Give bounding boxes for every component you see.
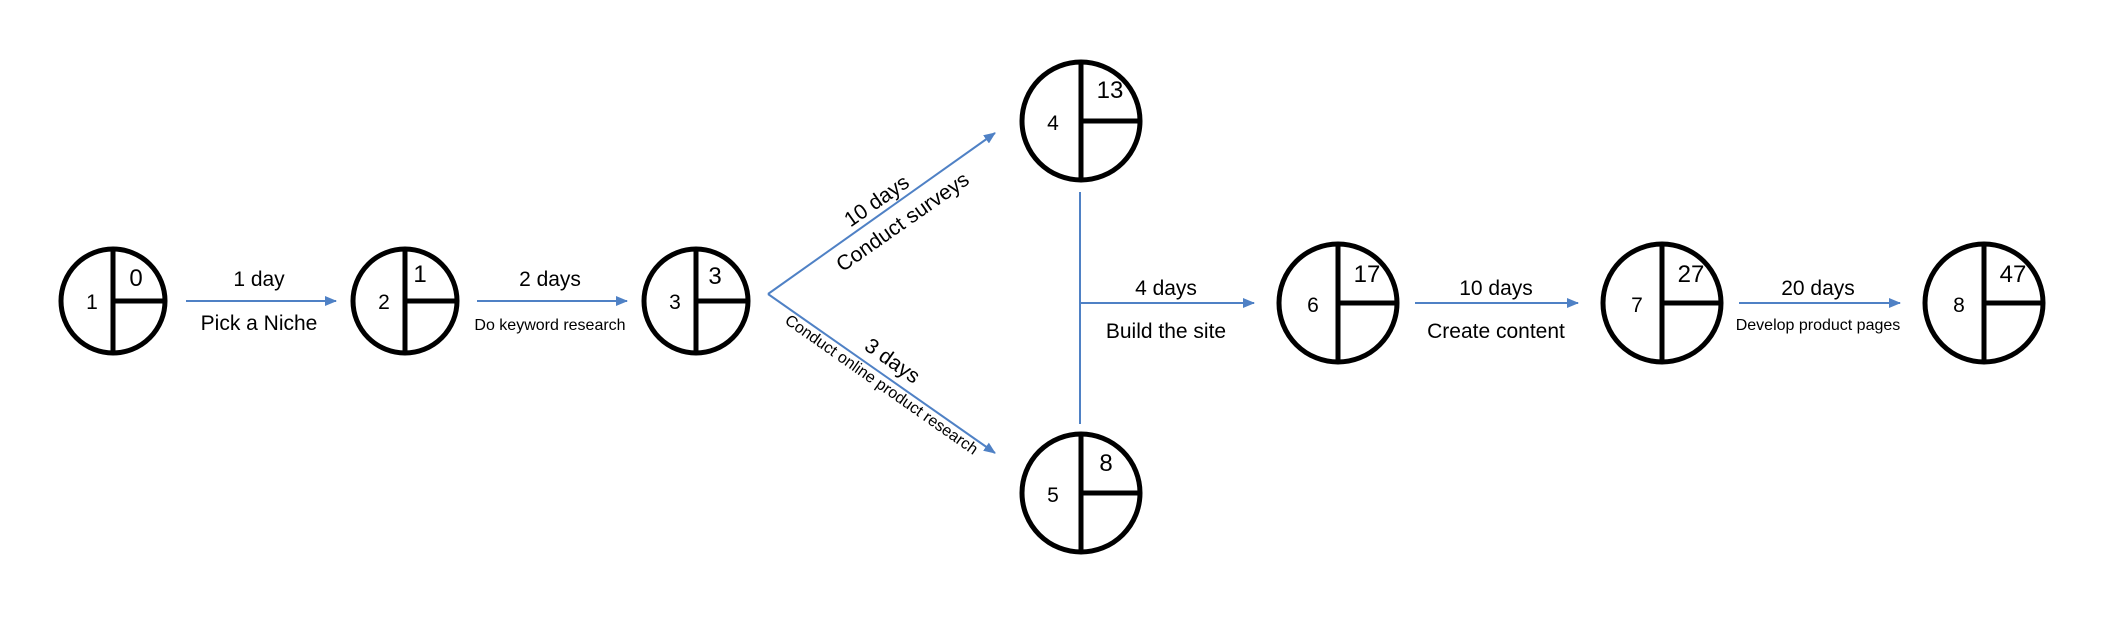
- activity-name: Conduct online product research: [782, 312, 981, 459]
- node-early-start: 27: [1678, 261, 1705, 288]
- node-id: 7: [1631, 294, 1643, 317]
- node-6: 6 17: [1276, 241, 1400, 365]
- node-5: 5 8: [1019, 431, 1143, 555]
- activity-name: Develop product pages: [1736, 317, 1901, 334]
- activity-duration: 1 day: [233, 268, 285, 291]
- activity-duration: 2 days: [519, 268, 581, 291]
- node-early-start: 8: [1099, 450, 1112, 477]
- activity-duration: 4 days: [1135, 277, 1197, 300]
- activity-duration: 10 days: [1459, 277, 1533, 300]
- activity-name: Pick a Niche: [201, 312, 318, 335]
- node-early-start: 0: [129, 265, 142, 292]
- arrow-3-4: [767, 132, 996, 295]
- node-4: 4 13: [1019, 59, 1143, 183]
- node-early-start: 13: [1097, 77, 1124, 104]
- node-id: 2: [378, 291, 390, 314]
- node-3: 3 3: [641, 246, 751, 356]
- activity-name: Build the site: [1106, 320, 1226, 343]
- arrow-3-5: [767, 293, 996, 454]
- node-7: 7 27: [1600, 241, 1724, 365]
- node-early-start: 47: [2000, 261, 2027, 288]
- activity-name: Create content: [1427, 320, 1565, 343]
- node-1: 1 0: [58, 246, 168, 356]
- node-id: 5: [1047, 484, 1059, 507]
- activity-duration: 20 days: [1781, 277, 1855, 300]
- node-early-start: 17: [1354, 261, 1381, 288]
- node-8: 8 47: [1922, 241, 2046, 365]
- node-2: 2 1: [350, 246, 460, 356]
- node-id: 3: [669, 291, 681, 314]
- activity-name: Do keyword research: [474, 317, 625, 334]
- node-early-start: 3: [708, 263, 721, 290]
- node-early-start: 1: [413, 261, 426, 288]
- node-id: 1: [86, 291, 98, 314]
- edges: [186, 132, 1901, 454]
- node-id: 6: [1307, 294, 1319, 317]
- node-id: 8: [1953, 294, 1965, 317]
- node-id: 4: [1047, 112, 1059, 135]
